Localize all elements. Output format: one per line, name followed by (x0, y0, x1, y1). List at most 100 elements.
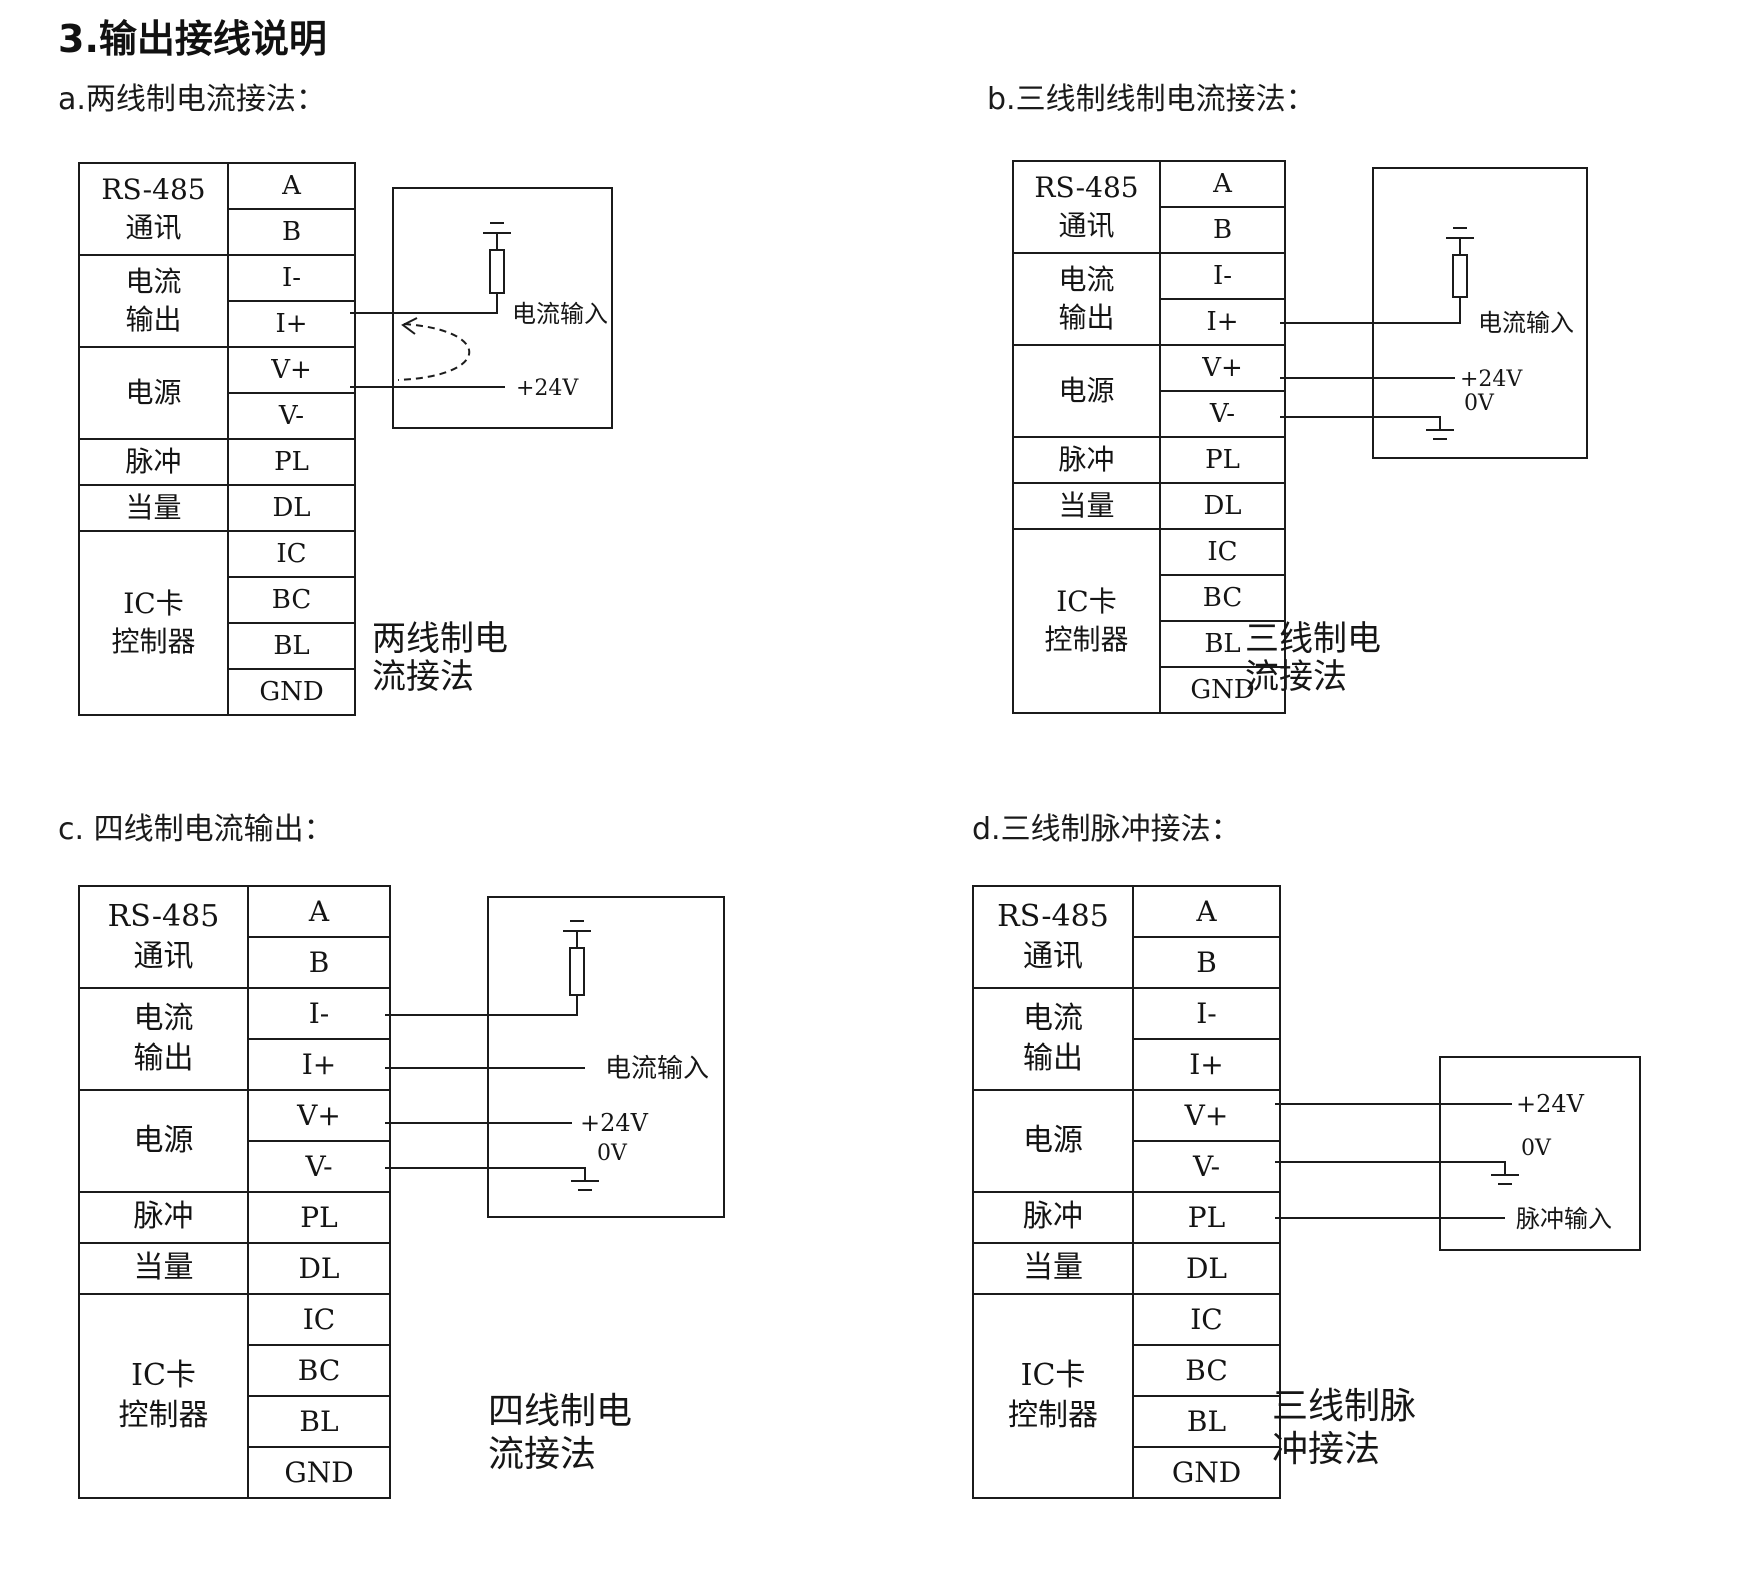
diagram-caption-d: 三线制脉 冲接法 (1272, 1385, 1416, 1471)
terminal-group-label: 电流输出 (1012, 252, 1161, 346)
terminal-group-label: 脉冲 (78, 1191, 249, 1244)
terminal-pin-i+: I+ (1132, 1038, 1281, 1091)
wiring-diagram-d: +24V 0V 脉冲输入 (1275, 1056, 1641, 1251)
terminal-pin-bl: BL (247, 1395, 391, 1448)
terminal-pin-a: A (227, 162, 356, 210)
device-box (1439, 1056, 1641, 1251)
terminal-group-label: 电源 (972, 1089, 1134, 1193)
panel-c-subtitle: c. 四线制电流输出： (58, 812, 334, 847)
wiring-diagram-a: 电流输入 +24V (350, 187, 613, 429)
arrowhead-icon (401, 317, 418, 335)
resistor-icon (1452, 254, 1468, 298)
device-box (487, 896, 725, 1218)
terminal-pin-gnd: GND (1132, 1446, 1281, 1499)
wiring-diagram-b: 电流输入 +24V 0V (1280, 167, 1588, 459)
resistor-icon (489, 249, 505, 294)
zero-v-label: 0V (1521, 1136, 1552, 1161)
plus24v-label: +24V (580, 1109, 649, 1137)
current-input-label: 电流输入 (1478, 309, 1574, 337)
caption-line: 流接法 (488, 1434, 597, 1475)
terminal-group-label: 电源 (78, 1089, 249, 1193)
panel-b-subtitle: b.三线制线制电流接法： (987, 82, 1316, 117)
diagram-caption-b: 三线制电 流接法 (1245, 620, 1381, 696)
terminal-pin-ic: IC (247, 1293, 391, 1346)
terminal-group-label: 当量 (78, 484, 229, 532)
terminal-group-label: IC卡控制器 (78, 530, 229, 716)
terminal-group-label: 脉冲 (972, 1191, 1134, 1244)
terminal-pin-ic: IC (227, 530, 356, 578)
terminal-pin-bc: BC (247, 1344, 391, 1397)
terminal-group-label: 电流输出 (972, 987, 1134, 1091)
terminal-pin-dl: DL (1132, 1242, 1281, 1295)
terminal-pin-v+: V+ (227, 346, 356, 394)
current-input-label: 电流输入 (605, 1054, 709, 1084)
terminal-pin-pl: PL (227, 438, 356, 486)
terminal-pin-b: B (1132, 936, 1281, 989)
terminal-pin-a: A (1132, 885, 1281, 938)
caption-line: 四线制电 (488, 1391, 633, 1432)
terminal-group-label: IC卡控制器 (78, 1293, 249, 1499)
terminal-pin-i+: I+ (1159, 298, 1286, 346)
caption-line: 三线制电 (1245, 619, 1381, 659)
caption-line: 流接法 (1245, 657, 1347, 697)
terminal-pin-v+: V+ (1132, 1089, 1281, 1142)
ground-icon (571, 1180, 599, 1191)
pulse-input-label: 脉冲输入 (1516, 1205, 1612, 1233)
current-input-label: 电流输入 (512, 300, 608, 328)
terminal-pin-gnd: GND (247, 1446, 391, 1499)
terminal-pin-a: A (247, 885, 391, 938)
terminal-group-label: 当量 (78, 1242, 249, 1295)
diagram-caption-c: 四线制电 流接法 (488, 1390, 632, 1476)
terminal-pin-pl: PL (247, 1191, 391, 1244)
terminal-pin-i+: I+ (247, 1038, 391, 1091)
ground-icon (1426, 429, 1454, 440)
terminal-pin-i-: I- (227, 254, 356, 302)
terminal-pin-dl: DL (227, 484, 356, 532)
wire-v-minus (385, 1167, 586, 1181)
wire-v-minus (1275, 1161, 1506, 1175)
wire-i-minus (385, 995, 578, 1016)
terminal-group-label: 电流输出 (78, 254, 229, 348)
zero-v-label: 0V (597, 1141, 628, 1166)
terminal-group-label: 脉冲 (78, 438, 229, 486)
caption-line: 流接法 (372, 657, 474, 697)
terminal-pin-gnd: GND (227, 668, 356, 716)
terminal-pin-b: B (1159, 206, 1286, 254)
terminal-pin-bc: BC (1132, 1344, 1281, 1397)
diagram-caption-a: 两线制电 流接法 (372, 620, 508, 696)
terminal-pin-v-: V- (227, 392, 356, 440)
caption-line: 三线制脉 (1272, 1386, 1417, 1427)
terminal-group-label: IC卡控制器 (1012, 528, 1161, 714)
terminal-pin-i-: I- (1132, 987, 1281, 1040)
terminal-pin-ic: IC (1132, 1293, 1281, 1346)
plus24v-label: +24V (1516, 1090, 1585, 1118)
terminal-pin-dl: DL (247, 1242, 391, 1295)
terminal-group-label: 电源 (78, 346, 229, 440)
page-title: 3.输出接线说明 (58, 17, 327, 61)
caption-line: 两线制电 (372, 619, 508, 659)
terminal-pin-pl: PL (1159, 436, 1286, 484)
wire-i-plus (1280, 297, 1461, 324)
wiring-diagram-c: 电流输入 +24V 0V (385, 896, 725, 1218)
ground-icon (1446, 227, 1474, 239)
terminal-pin-b: B (247, 936, 391, 989)
caption-line: 冲接法 (1272, 1429, 1381, 1470)
ground-icon (1491, 1174, 1519, 1185)
device-box (392, 187, 613, 429)
terminal-pin-ic: IC (1159, 528, 1286, 576)
terminal-pin-i-: I- (247, 987, 391, 1040)
terminal-pin-v+: V+ (247, 1089, 391, 1142)
device-box (1372, 167, 1588, 459)
terminal-group-label: 电源 (1012, 344, 1161, 438)
terminal-pin-bl: BL (1159, 620, 1286, 668)
wire-v-minus (1280, 416, 1441, 430)
zero-v-label: 0V (1464, 391, 1495, 416)
terminal-pin-bc: BC (1159, 574, 1286, 622)
